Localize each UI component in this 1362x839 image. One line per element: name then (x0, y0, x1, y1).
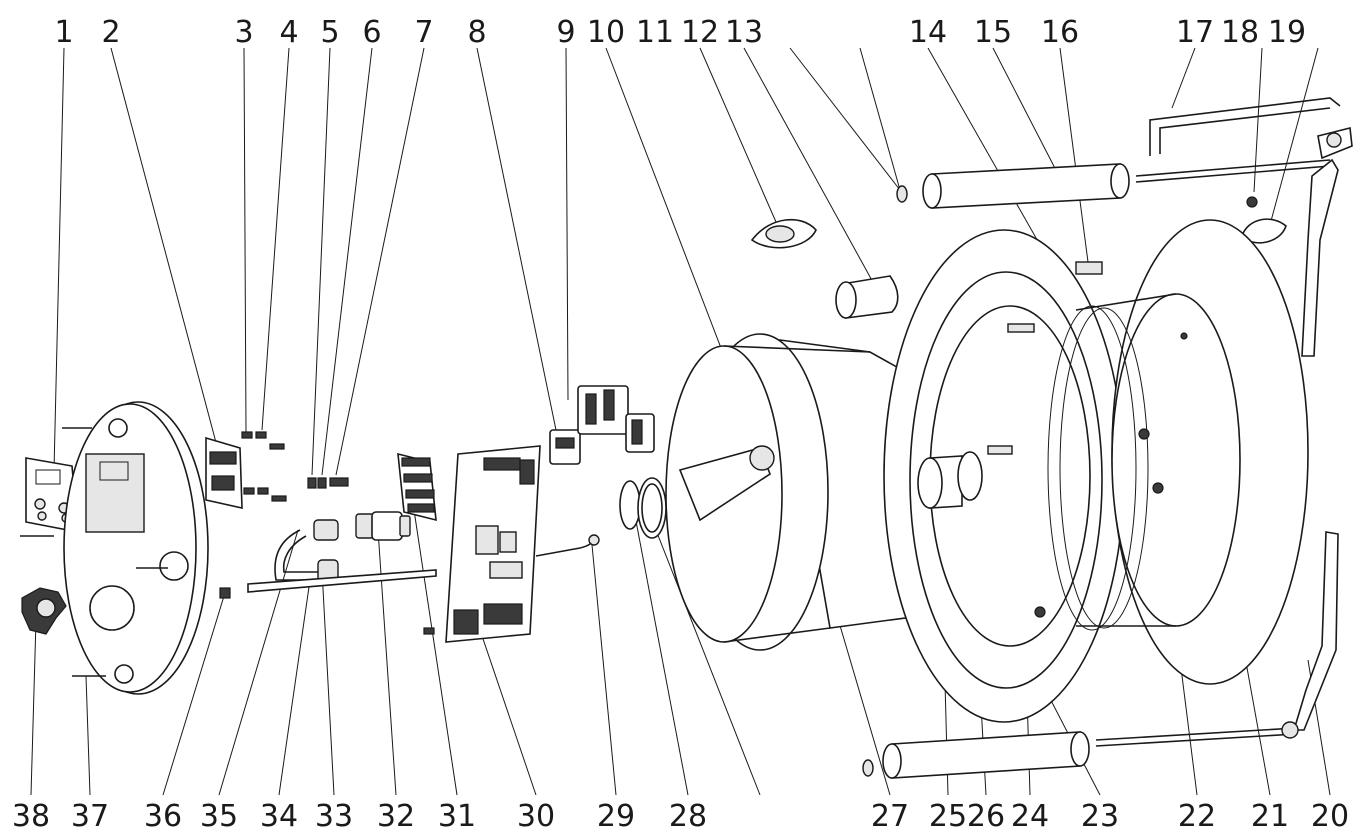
callout-38: 38 (12, 799, 50, 834)
callout-36: 36 (144, 799, 182, 834)
callout-13: 13 (725, 15, 763, 50)
callout-1: 1 (54, 15, 73, 50)
callout-18: 18 (1221, 15, 1259, 50)
callout-23: 23 (1081, 799, 1119, 834)
callout-7: 7 (414, 15, 433, 50)
upper-roller-part (896, 163, 1130, 209)
callout-12: 12 (681, 15, 719, 50)
fitting-part (355, 511, 411, 541)
callout-34: 34 (260, 799, 298, 834)
callout-19: 19 (1268, 15, 1306, 50)
callout-27: 27 (871, 799, 909, 834)
ring-plate-part (883, 229, 1125, 723)
spool-part (1047, 219, 1309, 685)
callout-21: 21 (1251, 799, 1289, 834)
main-pcb-part (423, 445, 541, 643)
small-screws-part (241, 431, 349, 502)
handle-cap-part (750, 218, 817, 249)
bottom-callouts: 38 37 36 35 34 33 32 31 30 29 28 27 25 2… (12, 799, 1349, 834)
top-bracket-part (1135, 97, 1353, 357)
callout-29: 29 (597, 799, 635, 834)
callout-25: 25 (929, 799, 967, 834)
callout-16: 16 (1041, 15, 1079, 50)
callout-4: 4 (279, 15, 298, 50)
callout-22: 22 (1178, 799, 1216, 834)
callout-24: 24 (1011, 799, 1049, 834)
top-callouts: 1 2 3 4 5 6 7 8 9 10 11 12 13 14 15 16 1… (54, 15, 1306, 50)
callout-5: 5 (320, 15, 339, 50)
terminal-block-part (397, 452, 437, 522)
small-board-part (205, 436, 243, 510)
lower-roller-part (862, 731, 1090, 779)
callout-17: 17 (1176, 15, 1214, 50)
callout-15: 15 (974, 15, 1012, 50)
callout-31: 31 (438, 799, 476, 834)
callout-14: 14 (909, 15, 947, 50)
callout-37: 37 (71, 799, 109, 834)
callout-11: 11 (636, 15, 674, 50)
handle-grip-part (835, 275, 899, 319)
callout-9: 9 (556, 15, 575, 50)
callout-33: 33 (315, 799, 353, 834)
callout-6: 6 (362, 15, 381, 50)
tube-rod-part (247, 519, 437, 593)
drum-housing-part (665, 333, 921, 651)
callout-20: 20 (1311, 799, 1349, 834)
callout-10: 10 (587, 15, 625, 50)
end-plate-part (20, 401, 231, 695)
callout-35: 35 (200, 799, 238, 834)
connectors-part (549, 385, 655, 465)
callout-3: 3 (234, 15, 253, 50)
spacer-part (917, 451, 983, 509)
callout-8: 8 (467, 15, 486, 50)
callout-26: 26 (967, 799, 1005, 834)
o-rings-part (619, 477, 667, 539)
callout-2: 2 (101, 15, 120, 50)
callout-32: 32 (377, 799, 415, 834)
bottom-bracket-part (1095, 531, 1339, 747)
wire-probe-part (535, 534, 600, 557)
callout-28: 28 (669, 799, 707, 834)
knob-part (21, 587, 67, 635)
callout-30: 30 (517, 799, 555, 834)
